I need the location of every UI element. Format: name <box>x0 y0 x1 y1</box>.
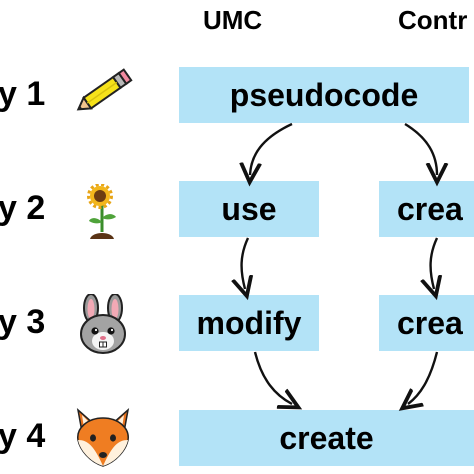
day-label-2: y 2 <box>0 189 46 227</box>
create-box-control-day3: crea <box>379 295 474 351</box>
arrow-use-to-modify <box>242 237 248 289</box>
arrow-modify-to-create <box>253 351 292 404</box>
create-box-final: create <box>179 410 474 466</box>
umc-column-header: UMC <box>203 5 263 35</box>
fox-icon <box>72 406 134 468</box>
pencil-icon <box>72 64 136 120</box>
arrow-create-to-create <box>431 237 437 289</box>
use-box: use <box>179 181 319 237</box>
create-box-control-day2: crea <box>379 181 474 237</box>
arrow-create-to-final-create <box>408 351 439 404</box>
rabbit-icon <box>74 294 132 356</box>
pseudocode-box: pseudocode <box>179 67 469 123</box>
modify-box: modify <box>179 295 319 351</box>
arrow-pseudocode-to-use <box>250 122 293 175</box>
day-label-1: y 1 <box>0 75 46 113</box>
day-label-4: y 4 <box>0 417 46 455</box>
day-label-3: y 3 <box>0 303 46 341</box>
arrow-pseudocode-to-create <box>404 122 437 175</box>
sunflower-icon <box>84 184 122 240</box>
control-column-header: Contr <box>398 5 468 35</box>
